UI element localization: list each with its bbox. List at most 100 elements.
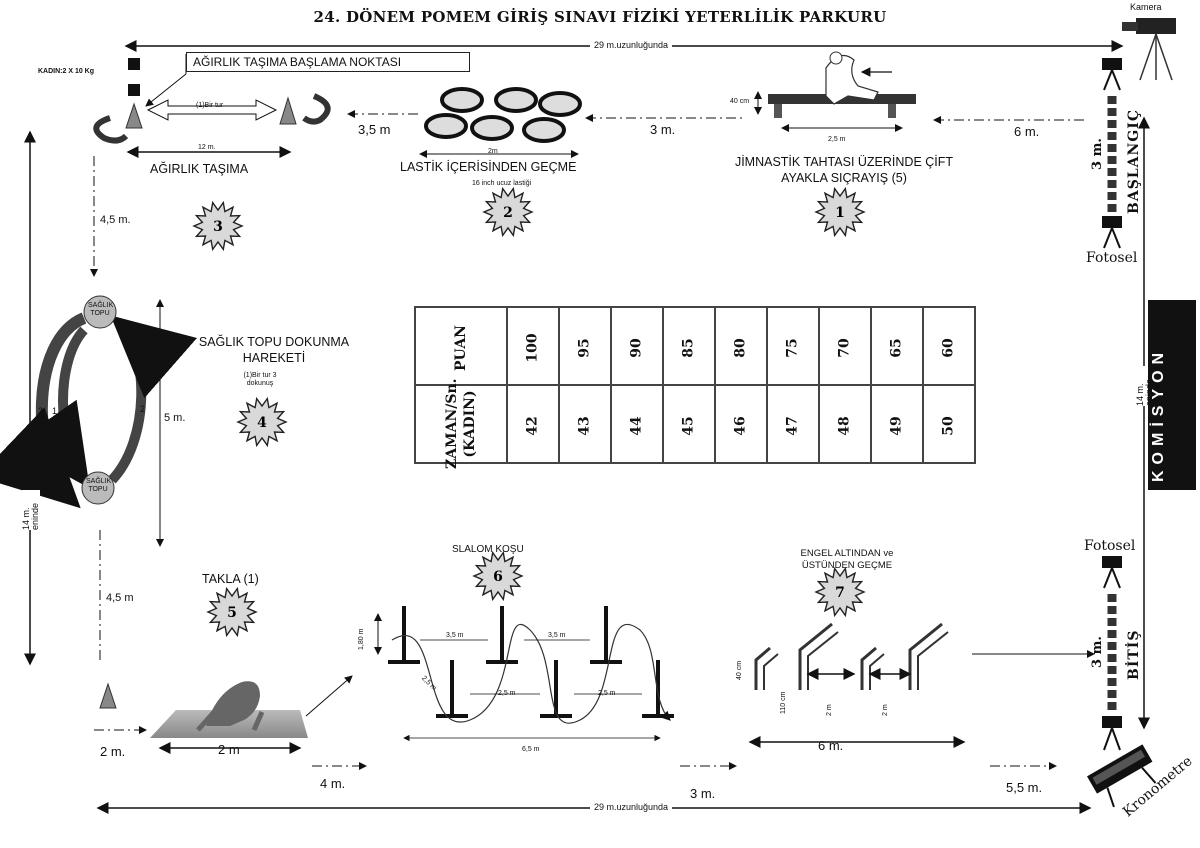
start-point-pointer bbox=[145, 73, 187, 107]
table-cell: 60 bbox=[922, 306, 976, 386]
table-cell: 45 bbox=[662, 384, 716, 464]
table-row-zaman: ZAMAN/Sn. (KADIN) 42 43 44 45 46 47 48 4… bbox=[414, 378, 976, 469]
table-cell: 100 bbox=[506, 306, 560, 386]
camera-icon bbox=[1122, 18, 1176, 81]
mat-icon bbox=[150, 681, 308, 738]
slalom-poles-icon bbox=[388, 606, 674, 718]
table-cell: 90 bbox=[610, 306, 664, 386]
bottom-length-label: 29 m.uzunluğunda bbox=[590, 802, 673, 812]
weight-icon bbox=[128, 58, 140, 96]
fotosel-top-icon bbox=[1102, 58, 1122, 91]
table-cell: 85 bbox=[662, 306, 716, 386]
station4-note: (1)Bir tur 3 dokunuş bbox=[243, 372, 277, 387]
station-badge-4: 4 bbox=[236, 396, 288, 448]
camera-label: Kamera bbox=[1130, 2, 1162, 12]
table-cell: 47 bbox=[766, 384, 820, 464]
slalom-bottom-label-2: 2,5 m bbox=[598, 690, 616, 697]
lap-label: (1)Bir tur bbox=[196, 102, 224, 109]
table-cell: 80 bbox=[714, 306, 768, 386]
hurdle-h2-label: 110 cm bbox=[780, 691, 787, 714]
station3-label: AĞIRLIK TAŞIMA bbox=[150, 162, 249, 176]
station-number: 6 bbox=[493, 569, 503, 585]
mat-length-label: 2 m bbox=[218, 742, 240, 757]
station-badge-1: 1 bbox=[814, 186, 866, 238]
table-cell: 43 bbox=[558, 384, 612, 464]
page-title: 24. DÖNEM POMEM GİRİŞ SINAVI FİZİKİ YETE… bbox=[313, 8, 887, 26]
station7-label: ENGEL ALTINDAN ve ÜSTÜNDEN GEÇME bbox=[800, 548, 894, 571]
slalom-bottom-label: 2,5 m bbox=[498, 690, 516, 697]
tires-icon bbox=[424, 87, 582, 143]
station6-label: SLALOM KOŞU bbox=[452, 544, 524, 555]
hurdle-length-label: 6 m. bbox=[818, 738, 844, 753]
station2-label: LASTİK İÇERİSİNDEN GEÇME bbox=[400, 160, 577, 174]
station-number: 3 bbox=[213, 219, 223, 235]
ball-n3: 3 bbox=[38, 406, 44, 416]
turn-arrow-icon-2 bbox=[302, 93, 331, 125]
table-cell: 65 bbox=[870, 306, 924, 386]
hurdle-gap-label: 2 m bbox=[826, 704, 833, 716]
station2-note: 16 inch ucuz lastiği bbox=[472, 180, 532, 187]
table-cell: 70 bbox=[818, 306, 872, 386]
medicine-ball-icon-2 bbox=[81, 471, 115, 505]
fotosel-bottom-icon-2 bbox=[1102, 716, 1122, 751]
table-cell: 48 bbox=[818, 384, 872, 464]
ball-label-2: SAĞLIK TOPU bbox=[86, 478, 112, 493]
ball-n2: 2 bbox=[140, 404, 146, 414]
station4-label: SAĞLIK TOPU DOKUNMA HAREKETİ bbox=[198, 335, 350, 365]
score-table: PUAN 100 95 90 85 80 75 70 65 60 ZAMAN/S… bbox=[414, 306, 976, 469]
station-badge-3: 3 bbox=[192, 200, 244, 252]
station-badge-7: 7 bbox=[814, 566, 866, 618]
table-cell: 95 bbox=[558, 306, 612, 386]
station-number: 1 bbox=[835, 205, 845, 221]
chronometer-icon bbox=[1087, 744, 1157, 808]
station5-label: TAKLA (1) bbox=[202, 572, 259, 586]
ball-label: SAĞLIK TOPU bbox=[88, 302, 114, 317]
table-header-zaman: ZAMAN/Sn. (KADIN) bbox=[414, 378, 508, 469]
start-length-label: 3 m. bbox=[1090, 138, 1105, 170]
table-cell: 46 bbox=[714, 384, 768, 464]
four-m-label: 4 m. bbox=[320, 776, 346, 791]
station-badge-6: 6 bbox=[472, 550, 524, 602]
table-cell: 49 bbox=[870, 384, 924, 464]
station-number: 4 bbox=[257, 415, 267, 431]
table-cell: 75 bbox=[766, 306, 820, 386]
board-length-label: 2,5 m bbox=[828, 136, 846, 143]
weight-start-box: AĞIRLIK TAŞIMA BAŞLAMA NOKTASI bbox=[186, 52, 470, 72]
table-row-puan: PUAN 100 95 90 85 80 75 70 65 60 bbox=[414, 306, 976, 386]
three-five-label: 3,5 m bbox=[358, 122, 391, 137]
four-five-b-label: 4,5 m bbox=[106, 592, 134, 604]
cone-icon bbox=[125, 102, 143, 129]
station-badge-2: 2 bbox=[482, 186, 534, 238]
lap-arrow bbox=[146, 99, 278, 121]
weight-length-label: 12 m. bbox=[198, 144, 216, 151]
medicine-ball-icon bbox=[83, 295, 117, 329]
cone-icon-3 bbox=[99, 682, 117, 709]
table-header-puan: PUAN bbox=[414, 306, 508, 386]
station-number: 2 bbox=[503, 205, 513, 221]
slalom-total-label: 6,5 m bbox=[522, 746, 540, 753]
ball-circuit-inner bbox=[11, 326, 90, 489]
three-m-b-label: 3 m. bbox=[690, 786, 716, 801]
cone-icon-2 bbox=[279, 96, 297, 125]
four-five-label: 4,5 m. bbox=[100, 214, 131, 226]
six-m-label: 6 m. bbox=[1014, 124, 1040, 139]
slalom-gap-label-2: 3,5 m bbox=[548, 632, 566, 639]
table-cell: 42 bbox=[506, 384, 560, 464]
commission-box: KOMİSYON bbox=[1148, 300, 1196, 490]
top-length-label: 29 m.uzunluğunda bbox=[590, 40, 673, 50]
gymnastic-board-icon bbox=[768, 51, 916, 118]
station-badge-5: 5 bbox=[206, 586, 258, 638]
hurdles-icon bbox=[754, 622, 943, 690]
hurdle-h1-label: 40 cm bbox=[736, 660, 743, 680]
finish-label: BİTİŞ bbox=[1126, 629, 1142, 680]
ball-n1: 1 bbox=[52, 406, 58, 416]
station-number: 5 bbox=[227, 605, 237, 621]
fotosel-top-icon-2 bbox=[1102, 216, 1122, 249]
tire-width-label: 2m bbox=[488, 148, 498, 155]
three-m-label: 3 m. bbox=[650, 122, 676, 137]
slalom-gap-label: 3,5 m bbox=[446, 632, 464, 639]
station1-label: JİMNASTİK TAHTASI ÜZERİNDE ÇİFT AYAKLA S… bbox=[734, 155, 954, 185]
fotosel-top-label: Fotosel bbox=[1086, 250, 1138, 266]
five-five-label: 5,5 m. bbox=[1006, 780, 1043, 795]
